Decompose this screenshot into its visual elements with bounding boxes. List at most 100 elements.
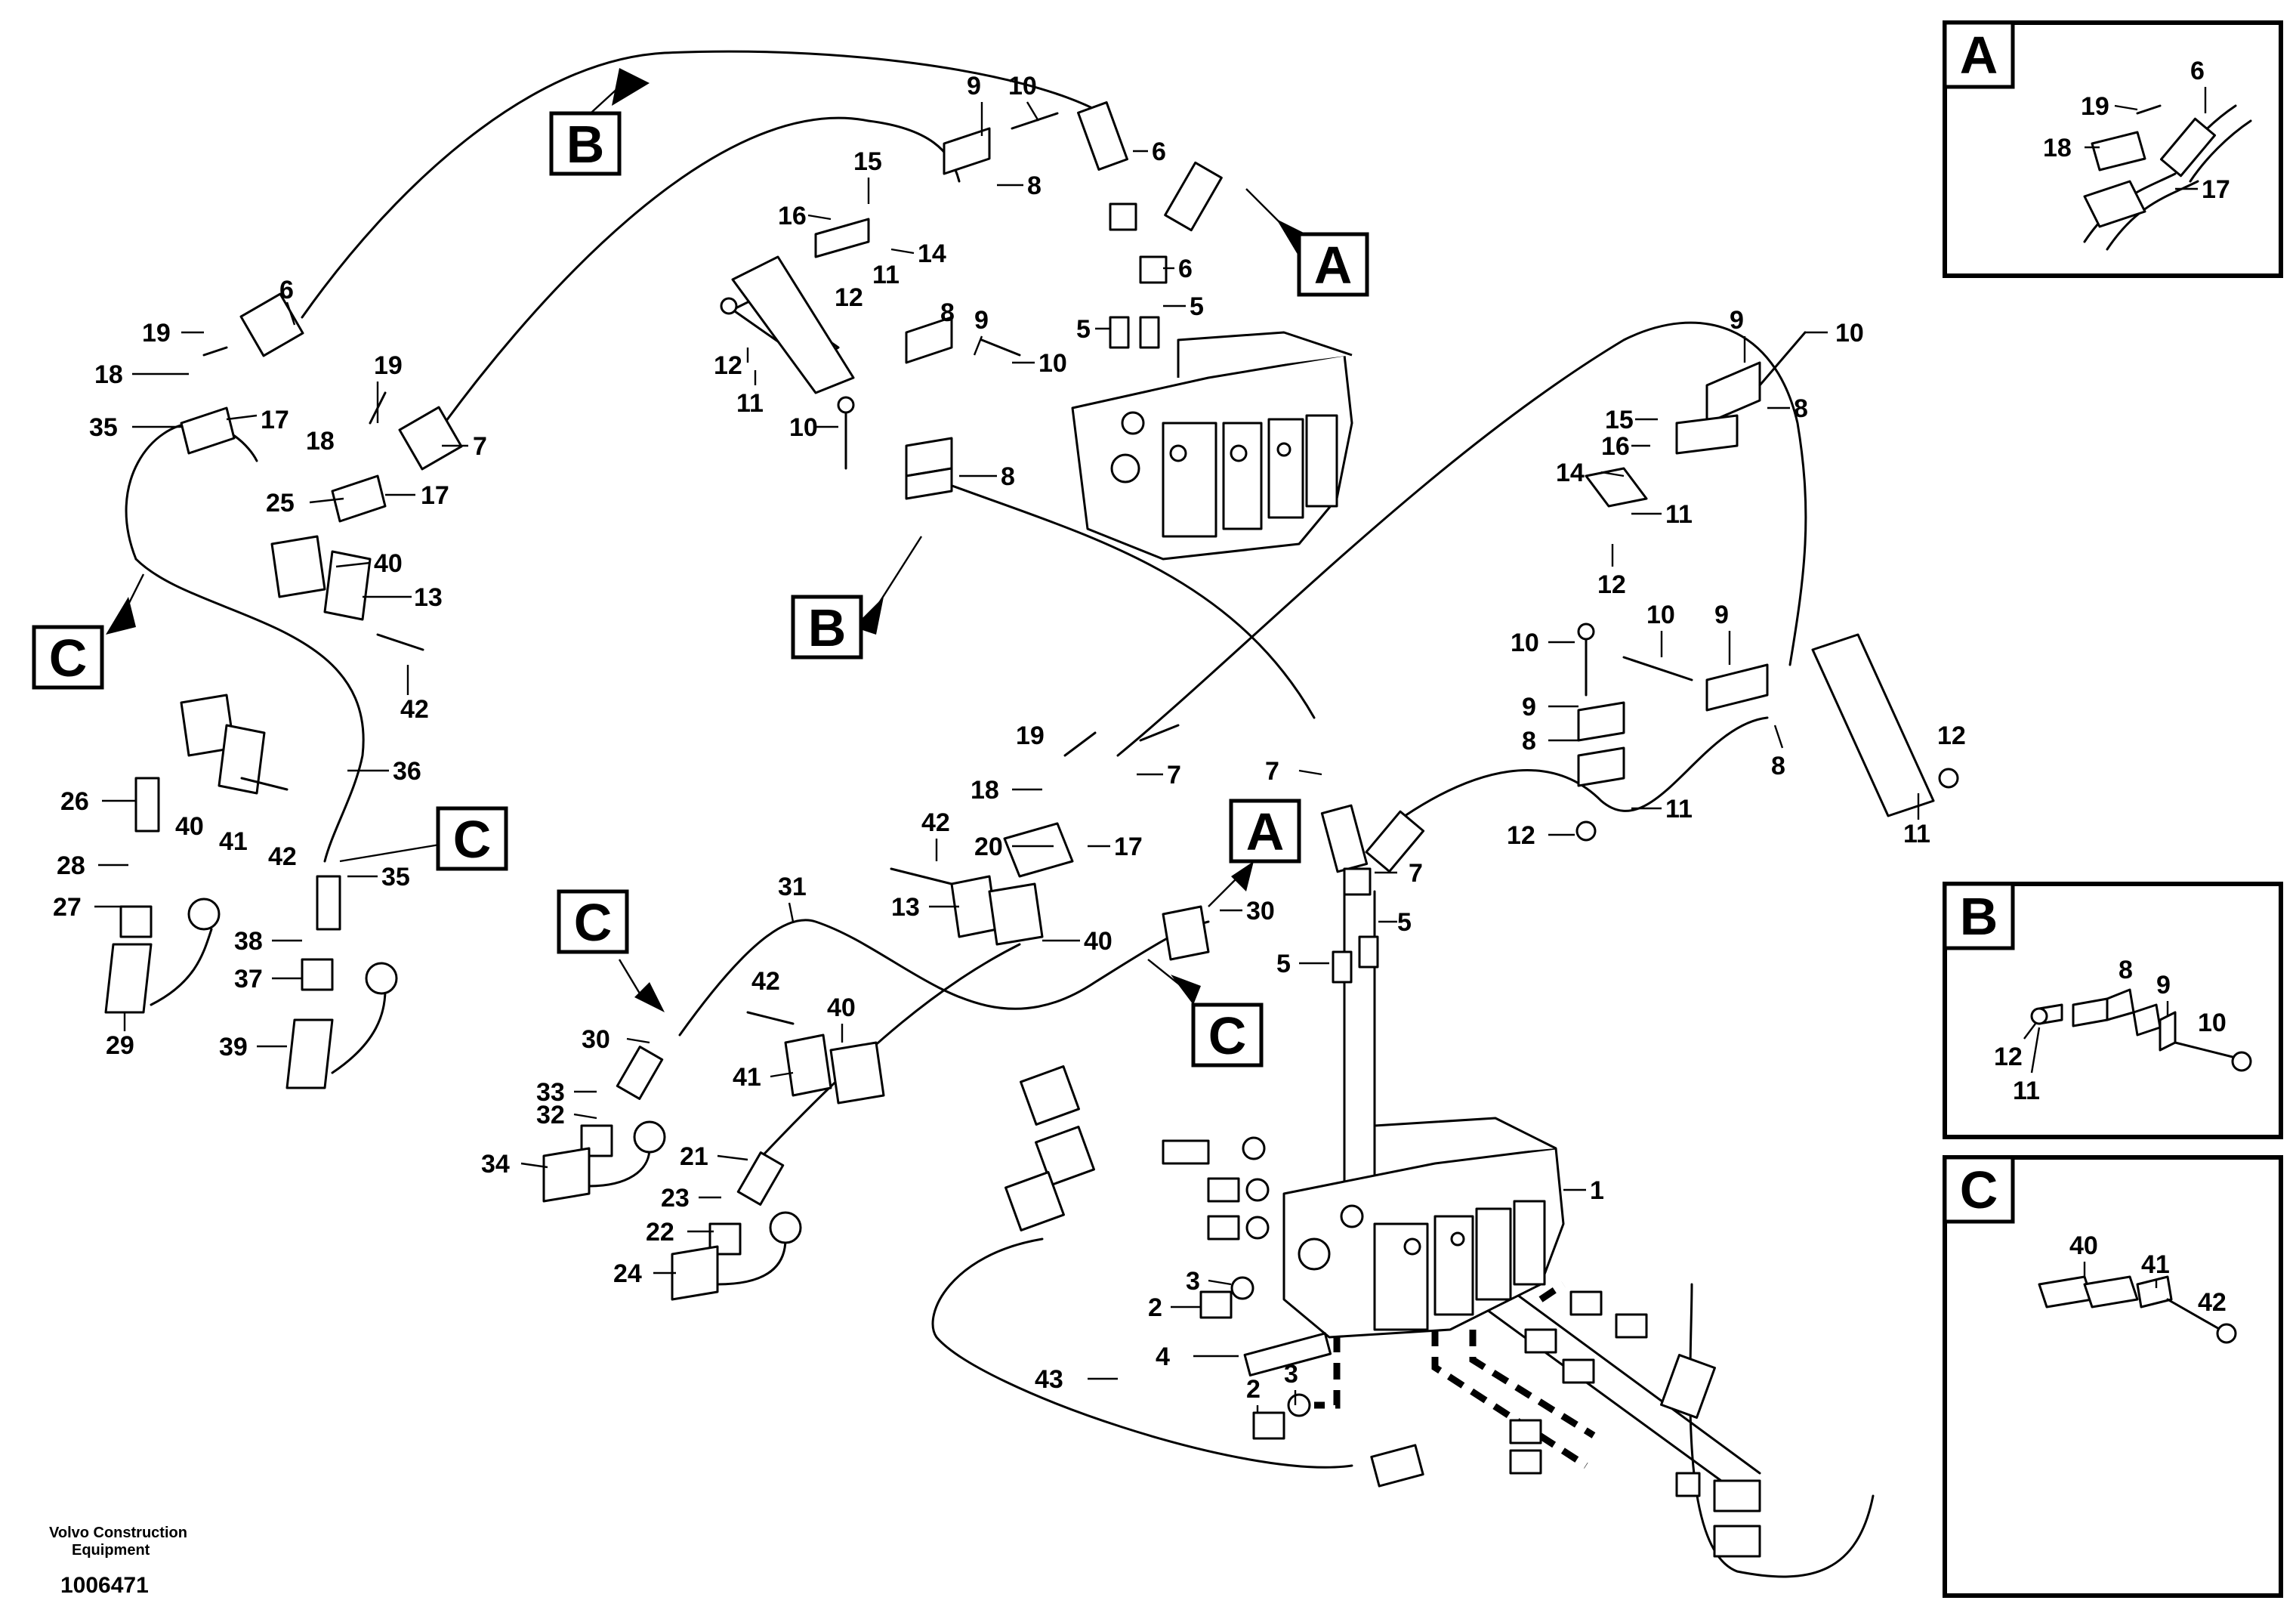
part-label-18c: 18 — [971, 776, 999, 805]
inset-a: A 19 6 18 17 — [1943, 20, 2283, 278]
part-label-11d: 11 — [1665, 795, 1693, 823]
part-label-19c: 19 — [1016, 721, 1045, 750]
part-label-13b: 13 — [891, 893, 920, 922]
part-label-6c: 6 — [1178, 255, 1193, 283]
inset-b-label-12: 12 — [1994, 1043, 2023, 1071]
part-label-12e: 12 — [1937, 721, 1966, 750]
part-label-29: 29 — [106, 1031, 134, 1060]
part-label-35: 35 — [89, 413, 118, 442]
part-label-7: 7 — [473, 432, 487, 461]
part-label-3: 3 — [1186, 1267, 1200, 1296]
part-label-17c: 17 — [1114, 833, 1143, 861]
part-label-7c: 7 — [1265, 757, 1279, 786]
inset-c: C 40 41 42 — [1943, 1155, 2283, 1598]
svg-text:C: C — [574, 893, 613, 952]
part-label-21: 21 — [680, 1142, 708, 1171]
part-label-5b: 5 — [1190, 292, 1204, 321]
svg-text:A: A — [1246, 802, 1285, 861]
part-label-17b: 17 — [421, 481, 449, 510]
part-label-28: 28 — [57, 851, 85, 880]
part-label-9e: 9 — [1522, 693, 1536, 721]
part-label-12d: 12 — [1507, 821, 1535, 850]
credit-line-2: Equipment — [72, 1542, 150, 1559]
part-label-40c: 40 — [1084, 927, 1113, 956]
part-label-19: 19 — [142, 319, 171, 348]
part-label-40: 40 — [374, 549, 403, 578]
part-label-42: 42 — [400, 695, 429, 724]
inset-c-label-42: 42 — [2198, 1288, 2227, 1317]
part-label-16: 16 — [778, 202, 807, 230]
part-label-8c: 8 — [1001, 462, 1015, 491]
part-label-30: 30 — [1246, 897, 1275, 925]
callout-box-c-mid-left: C — [436, 806, 508, 871]
part-label-36: 36 — [393, 757, 421, 786]
part-label-33: 33 — [536, 1078, 565, 1107]
part-label-9b: 9 — [974, 306, 989, 335]
part-label-2b: 2 — [1246, 1375, 1261, 1404]
part-label-16b: 16 — [1601, 432, 1630, 461]
part-label-8: 8 — [1027, 171, 1042, 200]
part-label-10: 10 — [1008, 72, 1037, 100]
part-label-14b: 14 — [1556, 459, 1585, 487]
inset-b: B 8 9 10 12 11 — [1943, 882, 2283, 1139]
part-label-8b: 8 — [940, 298, 955, 327]
control-valve-main — [1282, 1117, 1565, 1339]
part-label-32: 32 — [536, 1101, 565, 1129]
part-label-25: 25 — [266, 489, 295, 518]
svg-text:A: A — [1960, 26, 1998, 85]
inset-a-label-6: 6 — [2190, 57, 2205, 85]
fittings — [104, 101, 1761, 1558]
part-label-23: 23 — [661, 1184, 690, 1213]
svg-text:B: B — [1960, 887, 1998, 946]
svg-text:B: B — [808, 598, 847, 657]
inset-a-label-19: 19 — [2081, 92, 2109, 121]
part-label-9: 9 — [967, 72, 981, 100]
svg-text:C: C — [1208, 1006, 1247, 1065]
callout-box-b-mid: B — [791, 595, 863, 660]
inset-c-label-40: 40 — [2069, 1231, 2098, 1260]
part-label-17: 17 — [261, 406, 289, 434]
part-label-41b: 41 — [733, 1063, 761, 1092]
part-label-9c: 9 — [1730, 306, 1744, 335]
part-label-18: 18 — [94, 360, 123, 389]
part-label-11c: 11 — [1665, 500, 1693, 529]
callout-box-a-mid: A — [1229, 799, 1301, 864]
part-label-42c: 42 — [921, 808, 950, 837]
part-label-37: 37 — [234, 965, 263, 993]
clamp-brackets — [180, 127, 1935, 1105]
part-label-1: 1 — [1590, 1176, 1604, 1205]
part-label-15: 15 — [853, 147, 882, 176]
svg-text:B: B — [566, 115, 605, 174]
callout-box-b-top: B — [549, 111, 622, 176]
part-label-40d: 40 — [827, 993, 856, 1022]
control-valve-upper — [1071, 331, 1353, 561]
part-label-39: 39 — [219, 1033, 248, 1061]
part-number-labels: 19 6 18 17 35 19 18 7 17 25 40 13 42 36 … — [53, 72, 1966, 1413]
part-label-10b: 10 — [1038, 349, 1067, 378]
part-label-15b: 15 — [1605, 406, 1634, 434]
inset-b-label-8: 8 — [2119, 956, 2133, 984]
part-label-20: 20 — [974, 833, 1003, 861]
part-label-8e: 8 — [1522, 727, 1536, 755]
part-label-14: 14 — [918, 239, 946, 268]
part-label-5: 5 — [1076, 315, 1091, 344]
part-label-12: 12 — [835, 283, 863, 312]
part-label-2: 2 — [1148, 1293, 1162, 1322]
hose-lines — [125, 50, 1875, 1578]
inset-b-label-11: 11 — [2013, 1077, 2040, 1105]
document-number: 1006471 — [60, 1573, 149, 1598]
part-label-42d: 42 — [751, 967, 780, 996]
svg-text:C: C — [1960, 1160, 1998, 1219]
part-label-30b: 30 — [582, 1025, 610, 1054]
svg-text:C: C — [453, 810, 492, 869]
part-label-34: 34 — [481, 1150, 510, 1179]
part-label-27: 27 — [53, 893, 82, 922]
part-label-3b: 3 — [1284, 1360, 1298, 1389]
callout-box-a-top: A — [1297, 232, 1369, 297]
part-label-7b: 7 — [1167, 761, 1181, 789]
part-label-11b: 11 — [736, 389, 764, 418]
inset-a-label-18: 18 — [2043, 134, 2072, 162]
part-label-38: 38 — [234, 927, 263, 956]
part-label-13: 13 — [414, 583, 443, 612]
